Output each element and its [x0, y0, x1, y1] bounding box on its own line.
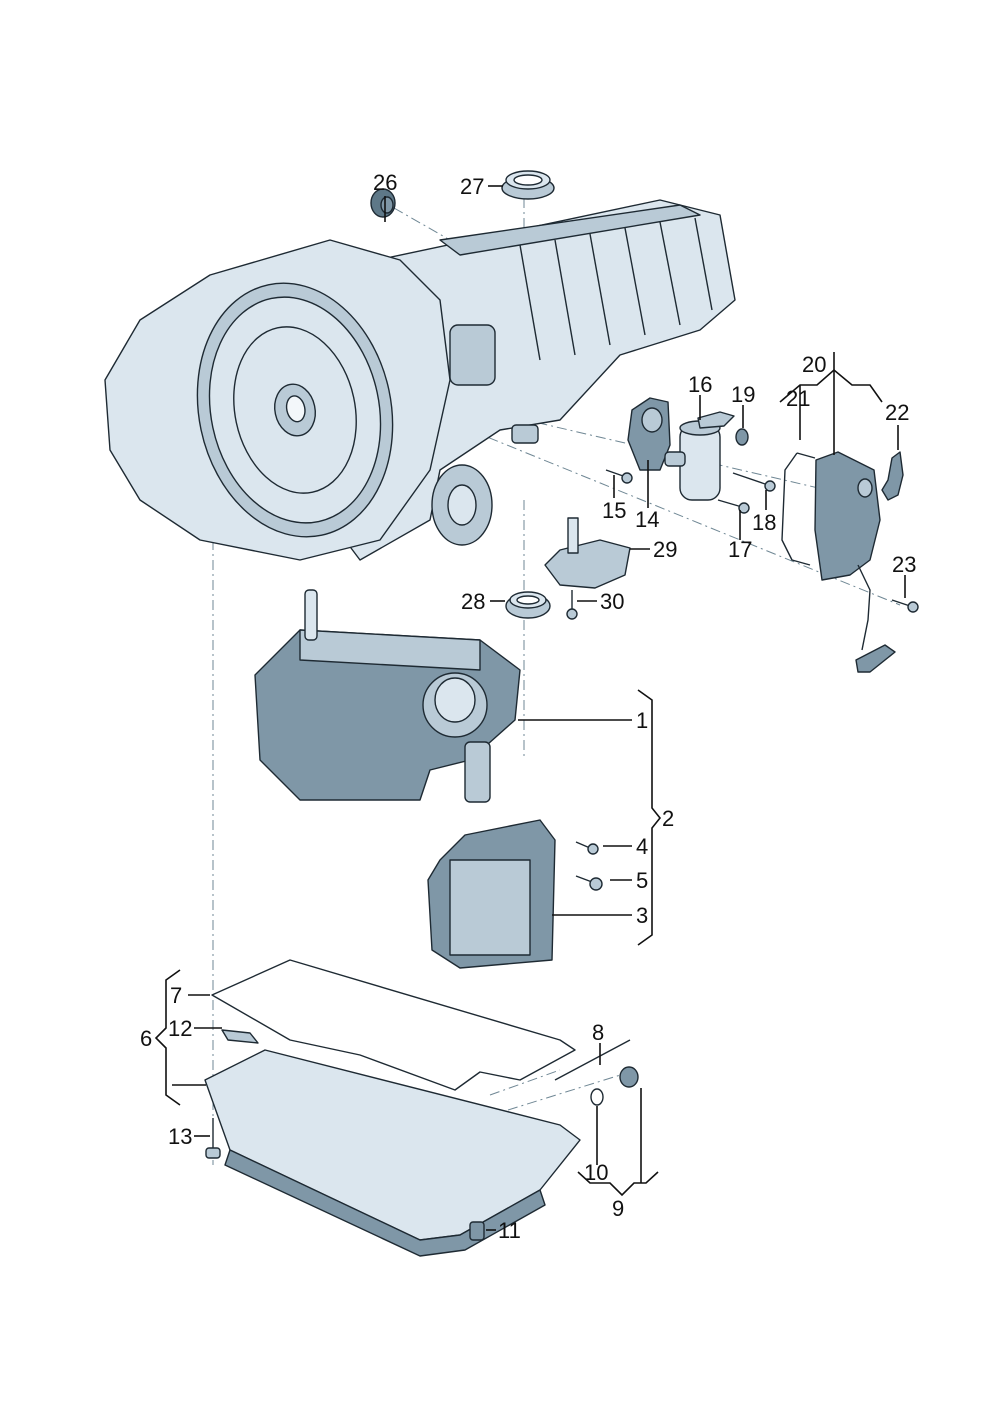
part-3-control-unit — [427, 741, 556, 969]
transmission-case — [329, 199, 736, 561]
callout-30: 30 — [600, 589, 624, 614]
callout-3: 3 — [636, 903, 648, 928]
part-4-bolt — [575, 841, 599, 855]
callout-6: 6 — [140, 1026, 152, 1051]
callout-12: 12 — [168, 1016, 192, 1041]
oil-pan — [204, 1049, 581, 1257]
callout-16: 16 — [688, 372, 712, 397]
callout-19: 19 — [731, 382, 755, 407]
callout-13: 13 — [168, 1124, 192, 1149]
callout-2: 2 — [662, 806, 674, 831]
callout-23: 23 — [892, 552, 916, 577]
part-17-bolt — [717, 499, 750, 514]
brace-9 — [577, 1171, 659, 1197]
harness-bracket — [855, 644, 896, 673]
part-10-o-ring — [590, 1088, 604, 1106]
part-28-seal — [505, 591, 551, 619]
callout-26: 26 — [373, 170, 397, 195]
callout-8: 8 — [592, 1020, 604, 1045]
callout-20: 20 — [802, 352, 826, 377]
part-20-cover — [814, 451, 881, 651]
axis-overflow — [489, 1069, 561, 1096]
part-15-bolt — [605, 469, 633, 484]
callout-17: 17 — [728, 537, 752, 562]
callout-10: 10 — [584, 1160, 608, 1185]
leader-lines — [172, 185, 906, 1231]
part-16-pump — [664, 411, 735, 501]
part-13-bolt — [205, 1118, 221, 1159]
part-7-gasket — [211, 959, 576, 1091]
callout-18: 18 — [752, 510, 776, 535]
part-29-sensor — [544, 517, 631, 589]
part-1-mechatronic — [254, 589, 521, 801]
brace-20 — [779, 368, 883, 403]
part-8-overflow-tube — [554, 1039, 631, 1081]
callout-7: 7 — [170, 983, 182, 1008]
axis-fill-plug — [507, 1071, 631, 1111]
part-18-bolt — [732, 472, 776, 492]
callout-29: 29 — [653, 537, 677, 562]
callout-14: 14 — [635, 507, 659, 532]
part-9-fill-plug — [619, 1066, 639, 1088]
part-19-seal-ring — [735, 428, 749, 446]
callout-15: 15 — [602, 498, 626, 523]
callout-11: 11 — [498, 1218, 521, 1243]
part-22-selector-lever — [881, 451, 904, 501]
callout-9: 9 — [612, 1196, 624, 1221]
case-port — [511, 424, 539, 444]
part-11-drain-plug — [469, 1221, 485, 1241]
callout-1: 1 — [636, 708, 648, 733]
part-21-gasket — [781, 452, 816, 566]
callout-27: 27 — [460, 174, 484, 199]
part-12-label — [221, 1029, 259, 1044]
part-30-bolt — [566, 590, 578, 620]
axis-26 — [393, 207, 451, 241]
transmission-housing — [104, 199, 736, 561]
case-ribs — [439, 204, 713, 361]
case-boss — [449, 324, 496, 386]
callout-28: 28 — [461, 589, 485, 614]
part-26-plug — [370, 188, 396, 218]
brace-6 — [154, 969, 181, 1106]
callout-5: 5 — [636, 868, 648, 893]
callout-21: 21 — [786, 386, 810, 411]
braces — [154, 368, 883, 1197]
part-5-bolt — [575, 875, 603, 891]
callout-labels: 26 27 16 19 20 21 22 23 15 14 18 17 29 3… — [140, 170, 916, 1243]
callout-22: 22 — [885, 400, 909, 425]
part-23-bolt — [891, 599, 919, 613]
callout-4: 4 — [636, 834, 648, 859]
part-14-cover-plate — [627, 397, 671, 471]
part-27-seal — [501, 170, 555, 200]
brace-2 — [637, 689, 662, 946]
